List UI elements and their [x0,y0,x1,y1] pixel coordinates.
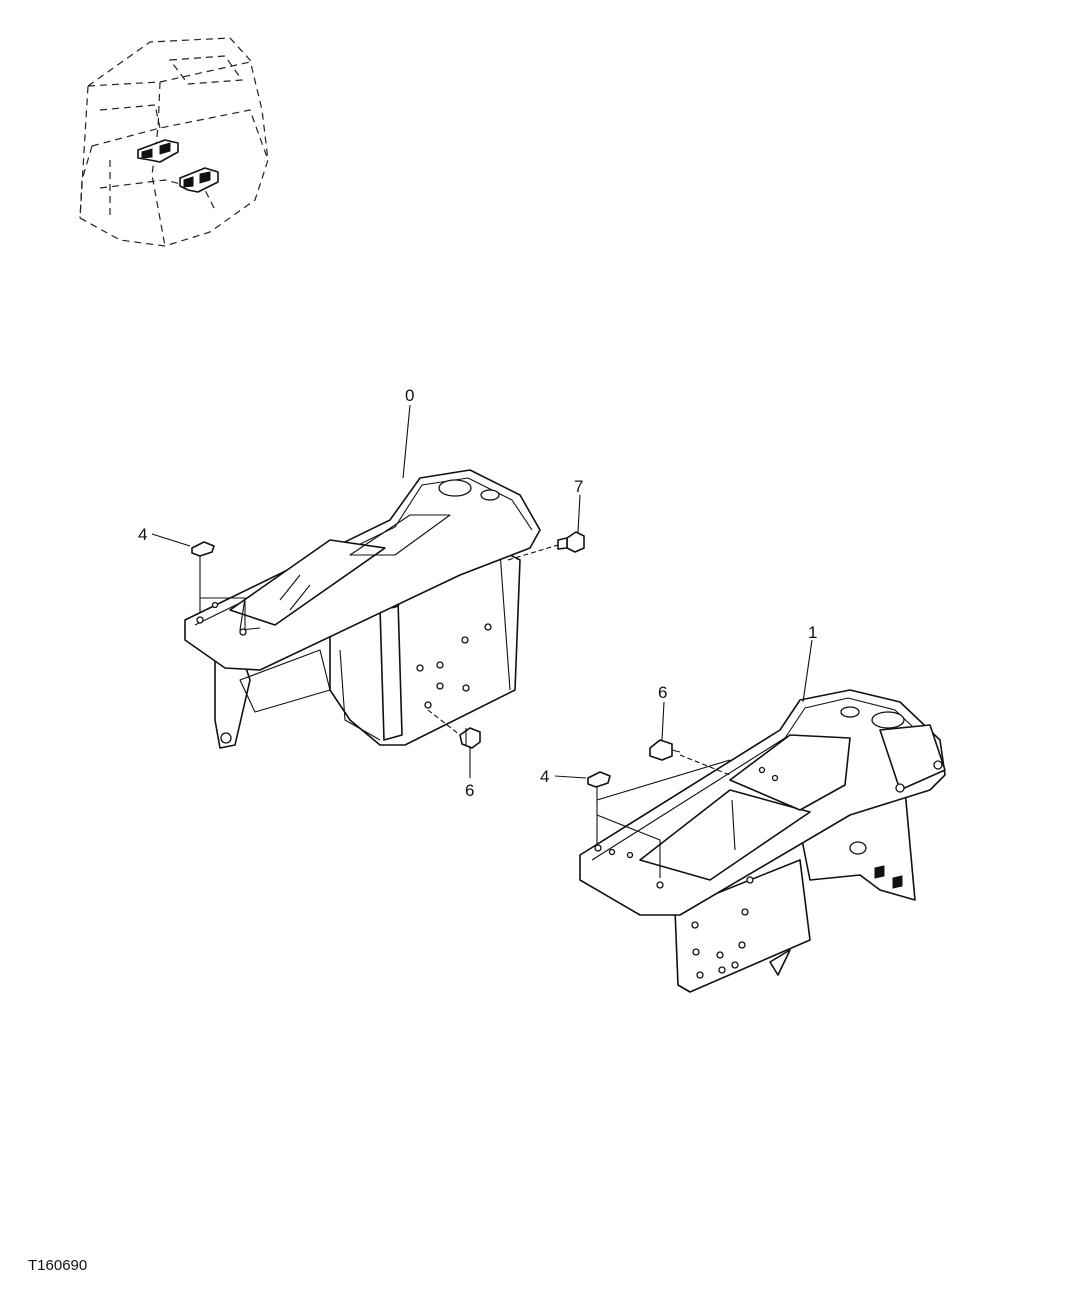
leader-bolt-left-dash [427,709,461,736]
callout-bolt-right: 6 [658,683,667,702]
callout-bolt-left: 6 [465,781,474,800]
right-console-bracket-icon [579,689,946,993]
leader-right-console [802,639,813,703]
callout-screw: 7 [574,477,583,496]
leader-screw [577,494,581,533]
figure-id: T160690 [28,1257,87,1274]
callout-cap-right: 4 [540,767,549,786]
cap-right-icon [587,771,611,788]
leader-cap-right-cross [596,814,661,878]
leader-cap-right-cross2 [596,759,731,801]
screw-icon [557,531,585,553]
leader-screw-dash [507,544,559,561]
bolt-right-icon [649,739,681,761]
callout-left-console: 0 [405,386,414,405]
leader-cap-left-drop [199,556,246,630]
cap-left-icon [191,541,215,557]
cab-console-right-icon [179,167,219,193]
callout-right-console: 1 [808,623,817,642]
cab-outline-icon [79,37,269,247]
cab-console-left-icon [137,139,179,163]
leader-bolt-right-dash [679,754,731,776]
callout-cap-left: 4 [138,525,147,544]
leader-cap-right [554,775,587,779]
leader-left-console [402,404,411,479]
leader-bolt-right [661,701,665,741]
left-console-bracket-icon [184,469,541,749]
leader-cap-left [151,533,191,547]
bolt-left-icon [459,727,481,749]
